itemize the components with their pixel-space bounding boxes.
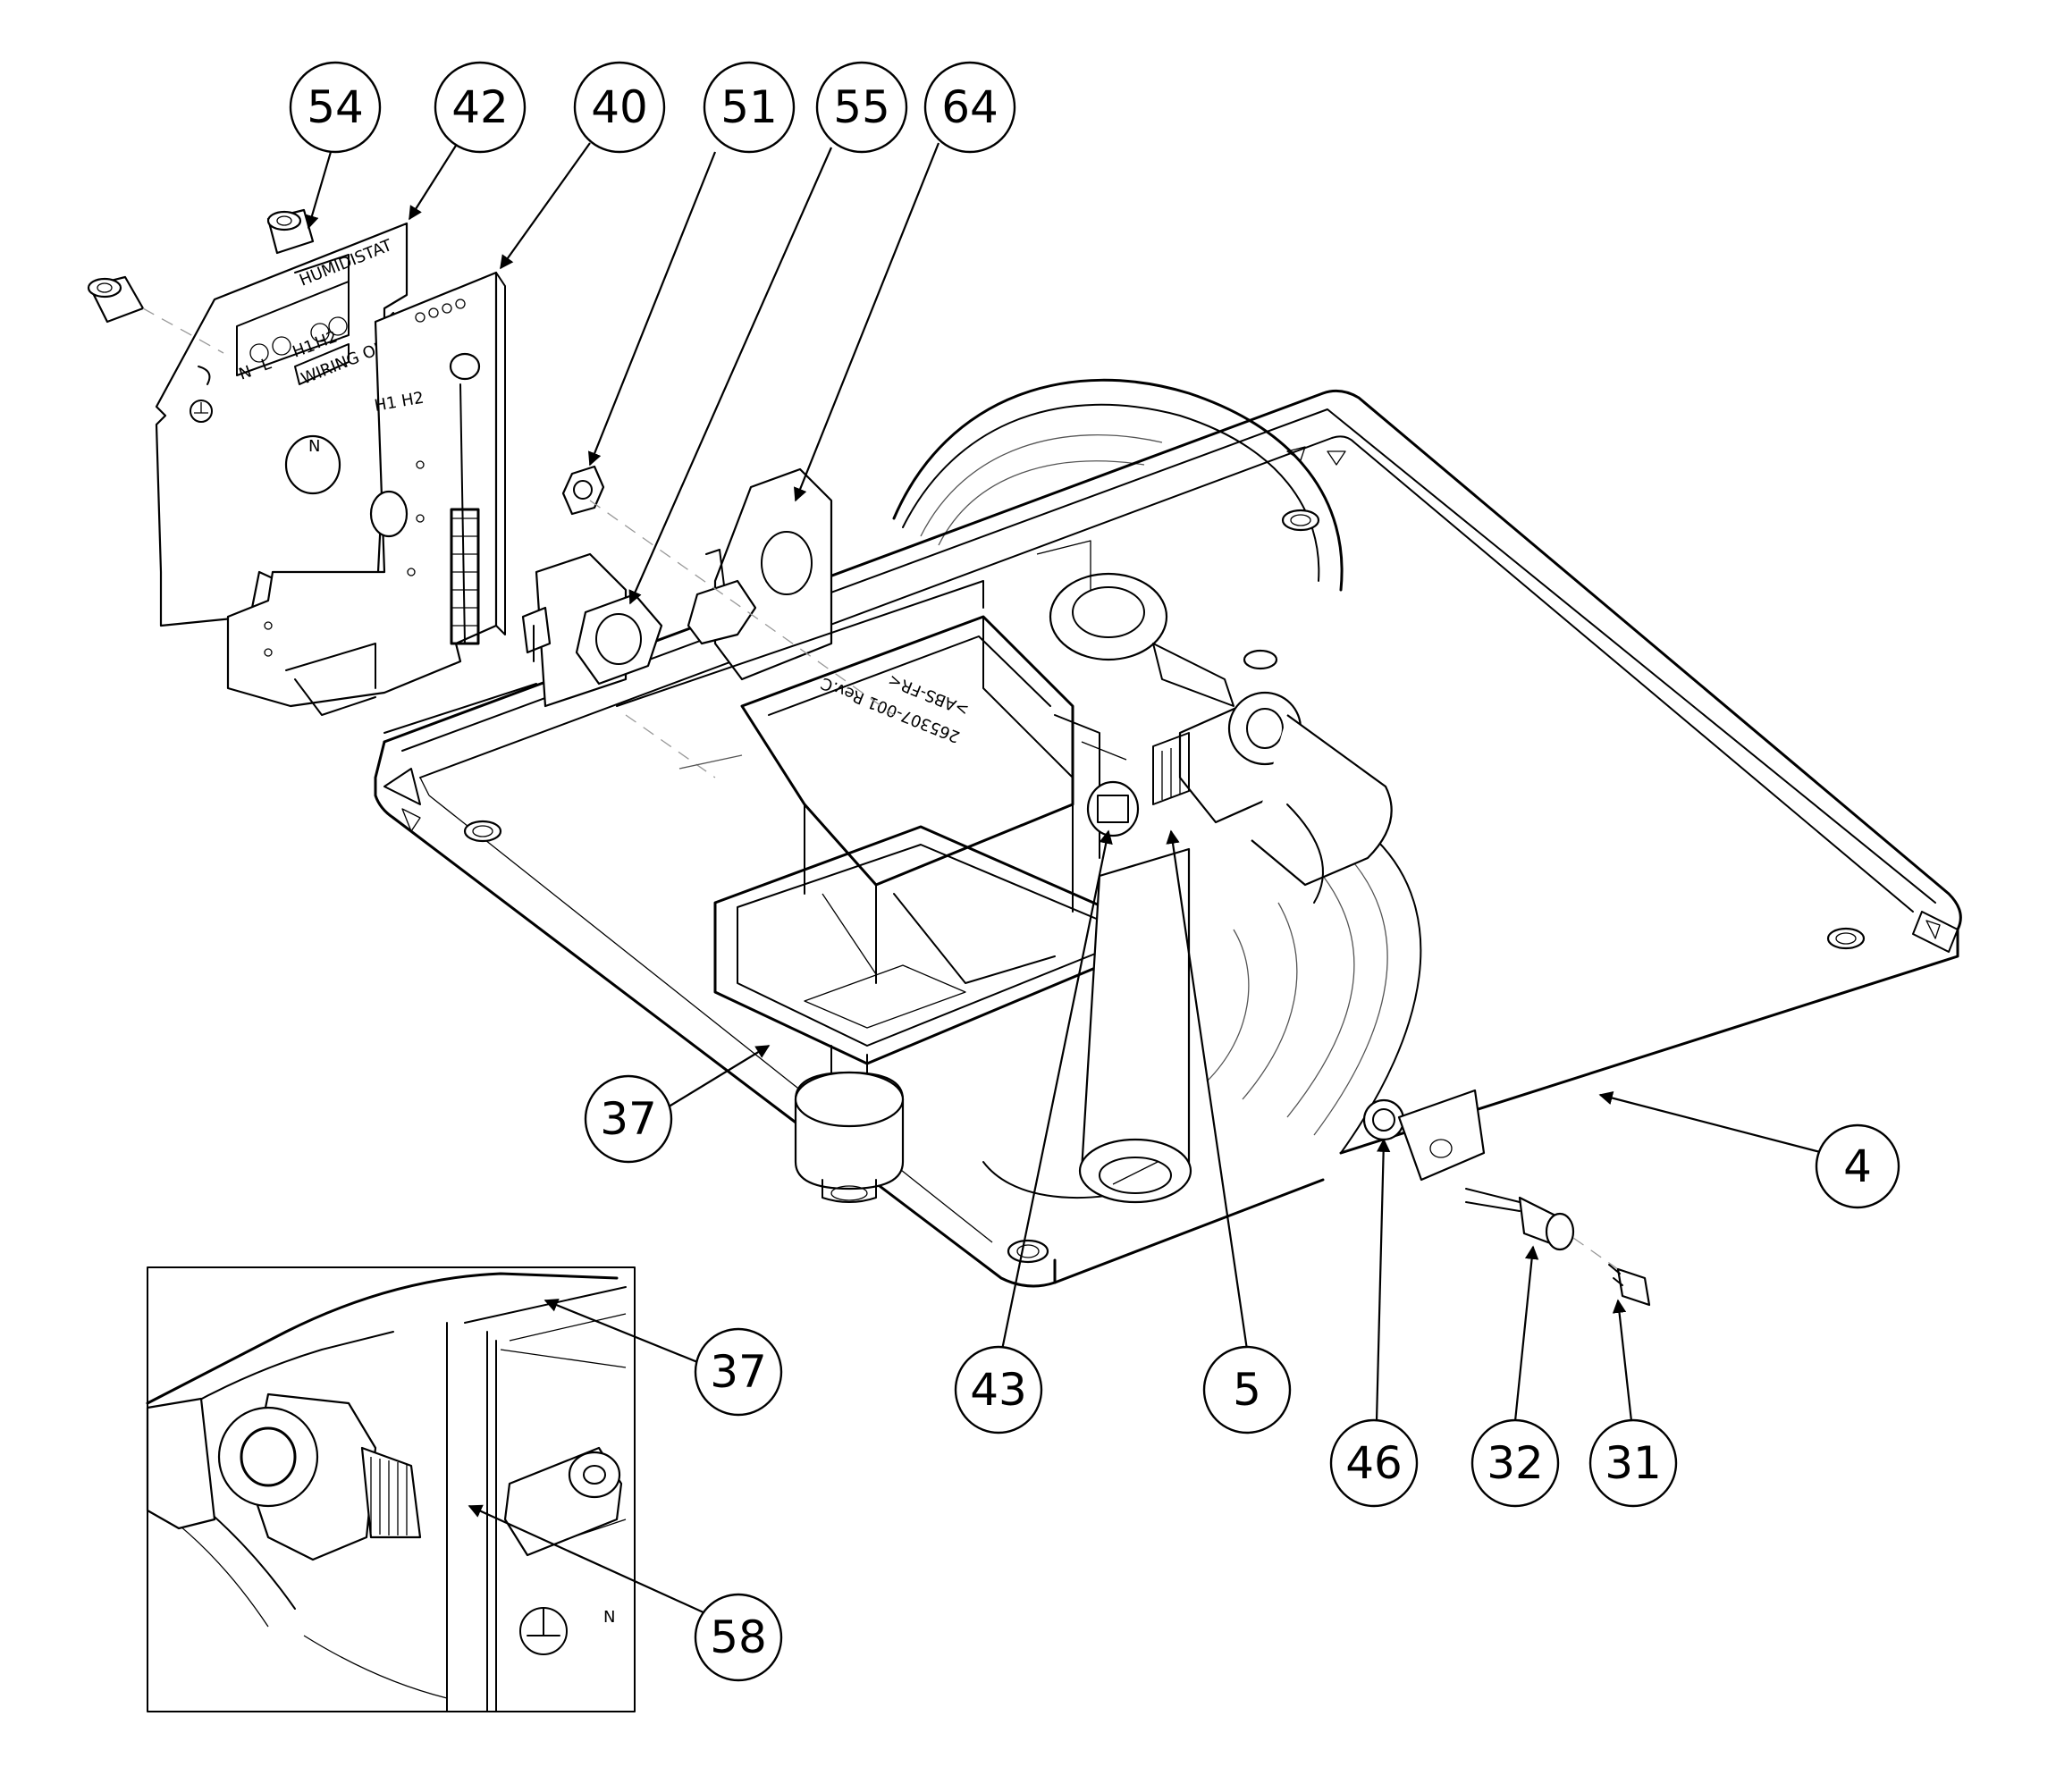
svg-text:5: 5 [1233, 1364, 1261, 1416]
detail-inset: N [146, 1266, 636, 1712]
inset-north-label: N [603, 1608, 615, 1627]
callout-43: 43 [954, 1345, 1043, 1434]
lamp-holder-32 [1465, 1188, 1619, 1270]
svg-text:37: 37 [710, 1346, 767, 1398]
svg-text:4: 4 [1843, 1140, 1872, 1192]
base-plate [374, 378, 1962, 1288]
north-label: N [308, 437, 320, 456]
water-fitting [1152, 691, 1393, 904]
callout-64: 64 [923, 61, 1016, 154]
bracket-64 [687, 467, 833, 681]
leader-37 [665, 1045, 771, 1109]
callout-54: 54 [289, 61, 382, 154]
mount-hole [1826, 927, 1866, 950]
svg-text:37: 37 [600, 1093, 657, 1145]
svg-text:55: 55 [833, 81, 890, 133]
mount-hole [1007, 1239, 1049, 1264]
svg-text:46: 46 [1345, 1437, 1403, 1489]
svg-text:43: 43 [970, 1364, 1027, 1416]
leader-32 [1513, 1245, 1539, 1422]
leader-58 [468, 1504, 716, 1620]
fan-housing-top [892, 378, 1344, 592]
control-box-housing: 265307-001 Rev.C >ABS-FR< [740, 615, 1127, 984]
leader-51 [587, 151, 717, 467]
callout-31: 31 [1588, 1418, 1678, 1508]
leader-54 [305, 151, 333, 230]
callout-40: 40 [573, 61, 666, 154]
callout-5: 5 [1202, 1345, 1292, 1434]
svg-text:40: 40 [591, 81, 648, 133]
grommet-46 [1362, 1089, 1486, 1182]
leader-42 [409, 138, 461, 221]
leader-40 [500, 142, 591, 270]
drain-tube [1078, 847, 1192, 1204]
svg-text:54: 54 [307, 81, 364, 133]
mount-hole [463, 820, 502, 843]
pcb-40: H1 H2 [226, 271, 506, 716]
plate-outline [383, 389, 1962, 1155]
leader-43 [999, 829, 1113, 1355]
callout-51: 51 [703, 61, 796, 154]
bracket-55 [521, 552, 663, 708]
callout-58: 58 [694, 1593, 783, 1682]
standoff-54 [87, 208, 315, 354]
vent-hole [1243, 649, 1278, 670]
callout-37: 37 [584, 1074, 673, 1164]
leader-64 [793, 142, 940, 502]
svg-text:58: 58 [710, 1611, 767, 1663]
connector-block [450, 508, 480, 645]
leader-37b [543, 1299, 712, 1369]
svg-text:31: 31 [1605, 1437, 1662, 1489]
leader-4 [1598, 1091, 1824, 1155]
nut-51 [561, 465, 605, 516]
callout-46: 46 [1329, 1418, 1419, 1508]
leader-31 [1612, 1299, 1633, 1422]
callout-42: 42 [434, 61, 527, 154]
plate-wall [383, 500, 984, 778]
svg-text:51: 51 [720, 81, 778, 133]
callout-32: 32 [1470, 1418, 1560, 1508]
knob-disc [1036, 540, 1234, 707]
callout-55: 55 [815, 61, 908, 154]
cover-plate-42: HUMIDISTAT N L H1 H2 WIRING ONLY N [155, 222, 409, 627]
float-switch [794, 1045, 905, 1203]
leader-46 [1375, 1138, 1391, 1422]
svg-text:32: 32 [1487, 1437, 1544, 1489]
svg-text:64: 64 [941, 81, 999, 133]
nut-43-part [1086, 780, 1140, 837]
leader-lines [305, 138, 1824, 1620]
leader-55 [628, 147, 833, 605]
svg-text:42: 42 [451, 81, 509, 133]
ground-icon [190, 400, 213, 423]
lamp-31 [1608, 1264, 1651, 1307]
callout-4: 4 [1815, 1123, 1900, 1209]
callout-37-detail: 37 [694, 1327, 783, 1417]
leader-5 [1166, 829, 1249, 1350]
mount-hole [1281, 509, 1320, 532]
